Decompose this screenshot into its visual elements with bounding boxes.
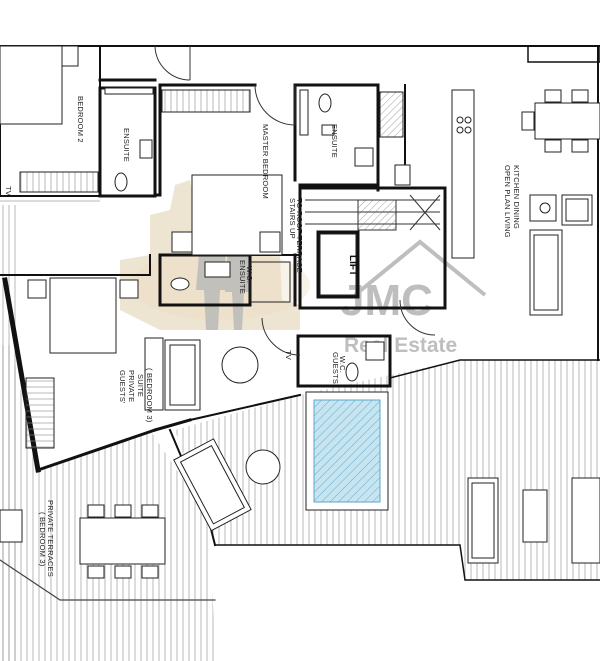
label-ensuite-master: ENSUITE: [330, 124, 339, 158]
label-living-line2: KITCHEN DINING: [512, 165, 521, 229]
label-stairs-line2: TO ROOF TERRACE: [295, 198, 304, 273]
label-living: OPEN PLAN LIVING KITCHEN DINING: [503, 165, 521, 240]
label-ensuite-left: ENSUITE: [122, 128, 131, 162]
label-terraces-sub: ( BEDROOM 3): [38, 512, 47, 567]
watermark-brand: JMC: [340, 276, 433, 325]
doors: [154, 45, 436, 356]
label-guests-suite: GUESTS' PRIVATE SUITE ( BEDROOM 3): [118, 368, 154, 423]
pool: [305, 391, 389, 511]
furniture: [0, 45, 600, 579]
label-tv-left: TV: [4, 186, 13, 196]
label-tv-mid: TV: [284, 350, 293, 360]
label-terraces: PRIVATE TERRACES: [46, 500, 55, 577]
label-bedroom-2: BEDROOM 2: [76, 96, 85, 143]
label-stairs-line1: STAIRS UP: [288, 198, 297, 239]
label-stairs: STAIRS UP TO ROOF TERRACE: [288, 198, 304, 273]
label-lift: LIFT: [347, 255, 358, 276]
room-labels: BEDROOM 2 ENSUITE MASTER BEDROOM ENSUITE…: [4, 96, 521, 577]
label-ensuite-wc: ENSUITE W.C.: [238, 260, 254, 296]
label-living-line1: OPEN PLAN LIVING: [503, 165, 512, 238]
label-guests-wc: GUESTS W.C.: [331, 352, 347, 386]
label-master-bedroom: MASTER BEDROOM: [261, 124, 270, 199]
